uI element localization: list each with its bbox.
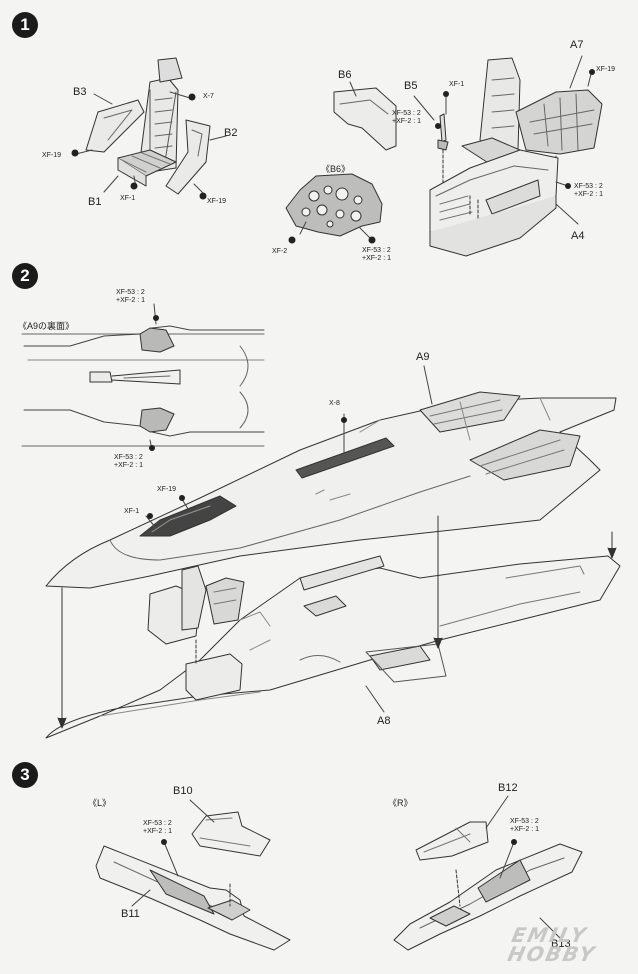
step-number-3: 3 [12,762,38,788]
part-label-a9: A9 [416,351,430,363]
part-b3-side-frame [85,99,145,153]
step-number-2: 2 [12,263,38,289]
part-label-b1: B1 [88,196,102,208]
ejection-seat-left [117,57,183,187]
paint-callout-mix-inset-top: XF-53 : 2 +XF-2 : 1 [116,289,145,305]
part-b5-stick [437,113,449,187]
part-b11-intake-left [95,845,291,951]
part-label-b3: B3 [73,86,87,98]
paint-callout-mix-inset-bottom: XF-53 : 2 +XF-2 : 1 [114,454,143,470]
leader-lines-step3 [131,795,561,939]
paint-dots-step1-right [288,69,595,244]
paint-callout-x8: X-8 [329,400,340,407]
view-label-a9-underside: 《A9の裏面》 [18,321,75,331]
part-a8-lower-fuselage [45,555,621,739]
part-b10-intake-piece [191,811,271,857]
cockpit-assembly-step2 [147,565,245,701]
part-b12-intake-piece [415,821,489,861]
paint-callout-xf19-seat-left: XF-19 [42,152,62,159]
paint-callout-mix-right-intake: XF-53 : 2 +XF-2 : 1 [510,818,539,834]
paint-callout-xf2-panel: XF-2 [272,248,288,255]
paint-dots-step2-inset [149,315,159,451]
part-label-b11: B11 [121,908,140,920]
step-number-1: 1 [12,12,38,38]
paint-callout-mix-left-intake: XF-53 : 2 +XF-2 : 1 [143,820,172,836]
paint-callout-xf19-coaming: XF-19 [596,66,616,73]
view-label-left: 《L》 [88,798,112,808]
part-b13-intake-right [393,843,583,951]
part-b6-panel [333,87,397,151]
part-a4-cockpit-tub [429,149,559,257]
part-b2-side-frame [165,119,211,195]
paint-callout-xf1-seat: XF-1 [120,195,136,202]
view-label-right: 《R》 [388,798,413,808]
paint-dots-step1 [71,93,207,200]
paint-callout-mix-stick: XF-53 : 2 +XF-2 : 1 [392,110,421,126]
paint-dots-step2 [147,417,347,519]
watermark-logo: EMILY HOBBY [505,923,599,966]
part-label-a8: A8 [377,715,391,727]
part-label-b10: B10 [173,785,193,797]
a9-underside-inset [21,303,265,451]
part-label-a7: A7 [570,39,584,51]
assembly-arrows-step2 [57,515,617,729]
seat-in-tub [461,57,521,165]
paint-callout-xf1-stick: XF-1 [449,81,465,88]
paint-callout-xf19-seat-right: XF-19 [207,198,227,205]
paint-callout-mix-panel: XF-53 : 2 +XF-2 : 1 [362,247,391,263]
part-label-b2: B2 [224,127,238,139]
part-label-b13: B13 [551,938,571,950]
paint-callout-mix-tub: XF-53 : 2 +XF-2 : 1 [574,183,603,199]
paint-callout-x7: X-7 [203,93,214,100]
part-label-b6: B6 [338,69,352,81]
part-b6-instrument-panel [285,173,383,237]
part-a9-upper-fuselage [45,391,617,589]
paint-callout-xf19-canopy: XF-19 [157,486,177,493]
view-label-b6-detail: 《B6》 [321,164,351,174]
paint-callout-xf1-canopy: XF-1 [124,508,140,515]
part-label-b5: B5 [404,80,418,92]
part-label-b12: B12 [498,782,518,794]
paint-dots-step3 [161,839,517,845]
part-label-a4: A4 [571,230,585,242]
